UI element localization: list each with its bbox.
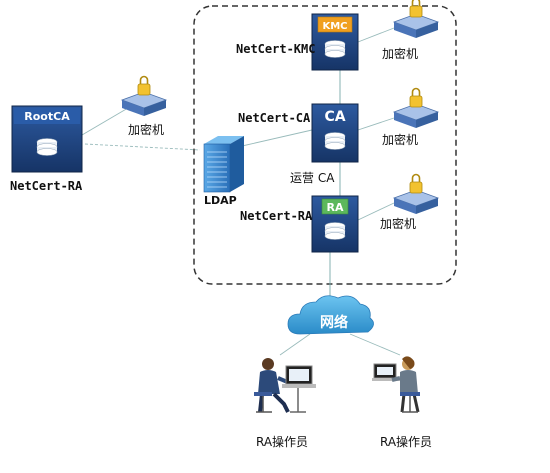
root-encryptor xyxy=(121,75,167,117)
ra-operator-2-label: RA操作员 xyxy=(380,434,432,449)
ca-badge: CA xyxy=(324,109,345,125)
kmc-encryptor xyxy=(393,0,439,39)
kmc-badge: KMC xyxy=(322,21,347,32)
kmc-encryptor-label: 加密机 xyxy=(382,46,418,61)
ca-label: NetCert-CA xyxy=(238,111,311,125)
kmc-label: NetCert-KMC xyxy=(236,42,315,56)
kmc-server: KMC xyxy=(311,13,359,71)
ca-server: CA xyxy=(311,103,359,163)
root-encryptor-label: 加密机 xyxy=(128,122,164,137)
ldap-label: LDAP xyxy=(204,194,237,207)
ra-operator-2 xyxy=(372,356,420,413)
rootca-label: NetCert-RA xyxy=(10,179,83,193)
ra-operator-1 xyxy=(254,358,316,413)
ra-operator-1-label: RA操作员 xyxy=(256,434,308,449)
ra-badge: RA xyxy=(327,201,344,214)
ca-encryptor-label: 加密机 xyxy=(382,132,418,147)
rootca-server: RootCA xyxy=(11,105,83,173)
ra-label: NetCert-RA xyxy=(240,209,313,223)
connector-lines xyxy=(81,27,401,356)
network-cloud xyxy=(287,295,374,335)
network-label: 网络 xyxy=(320,314,348,331)
ra-encryptor-label: 加密机 xyxy=(380,216,416,231)
ca-sublabel: 运营 CA xyxy=(290,171,335,185)
rootca-badge: RootCA xyxy=(24,110,70,123)
system-boundary xyxy=(193,5,457,285)
ca-encryptor xyxy=(393,87,439,129)
ra-server: RA xyxy=(311,195,359,253)
ra-encryptor xyxy=(393,173,439,215)
ldap-server xyxy=(203,136,244,193)
